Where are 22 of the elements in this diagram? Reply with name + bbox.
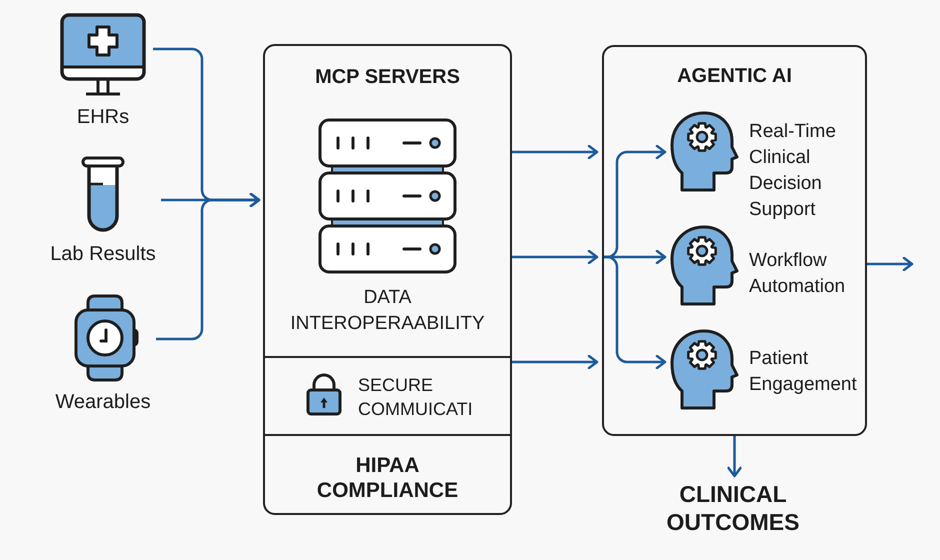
outcome-label: CLINICAL OUTCOMES [666, 480, 800, 536]
panel-caption: DATA INTEROPERAABILITY [290, 286, 486, 336]
arrow [604, 256, 666, 370]
band-label: HIPAA COMPLIANCE [316, 453, 459, 503]
band-label: SECURE COMMUICATI [358, 374, 474, 421]
arrow [512, 354, 598, 370]
source-label: Wearables [54, 390, 152, 415]
source-label: Lab Results [50, 242, 156, 267]
arrow [512, 144, 598, 160]
source-label: EHRs [76, 105, 130, 130]
panel-title: MCP SERVERS [314, 65, 460, 90]
arrow [512, 250, 598, 264]
capability-label: Real-Time Clinical Decision Support [749, 120, 837, 222]
arrow [727, 436, 742, 478]
arrow [604, 144, 666, 258]
capability-label: Workflow Automation [749, 249, 846, 299]
capability-label: Patient Engagement [749, 347, 858, 397]
agent-panel [602, 45, 867, 436]
panel-title: AGENTIC AI [676, 64, 792, 89]
arrow [156, 192, 260, 340]
server-panel [263, 44, 512, 515]
arrow [867, 256, 914, 272]
